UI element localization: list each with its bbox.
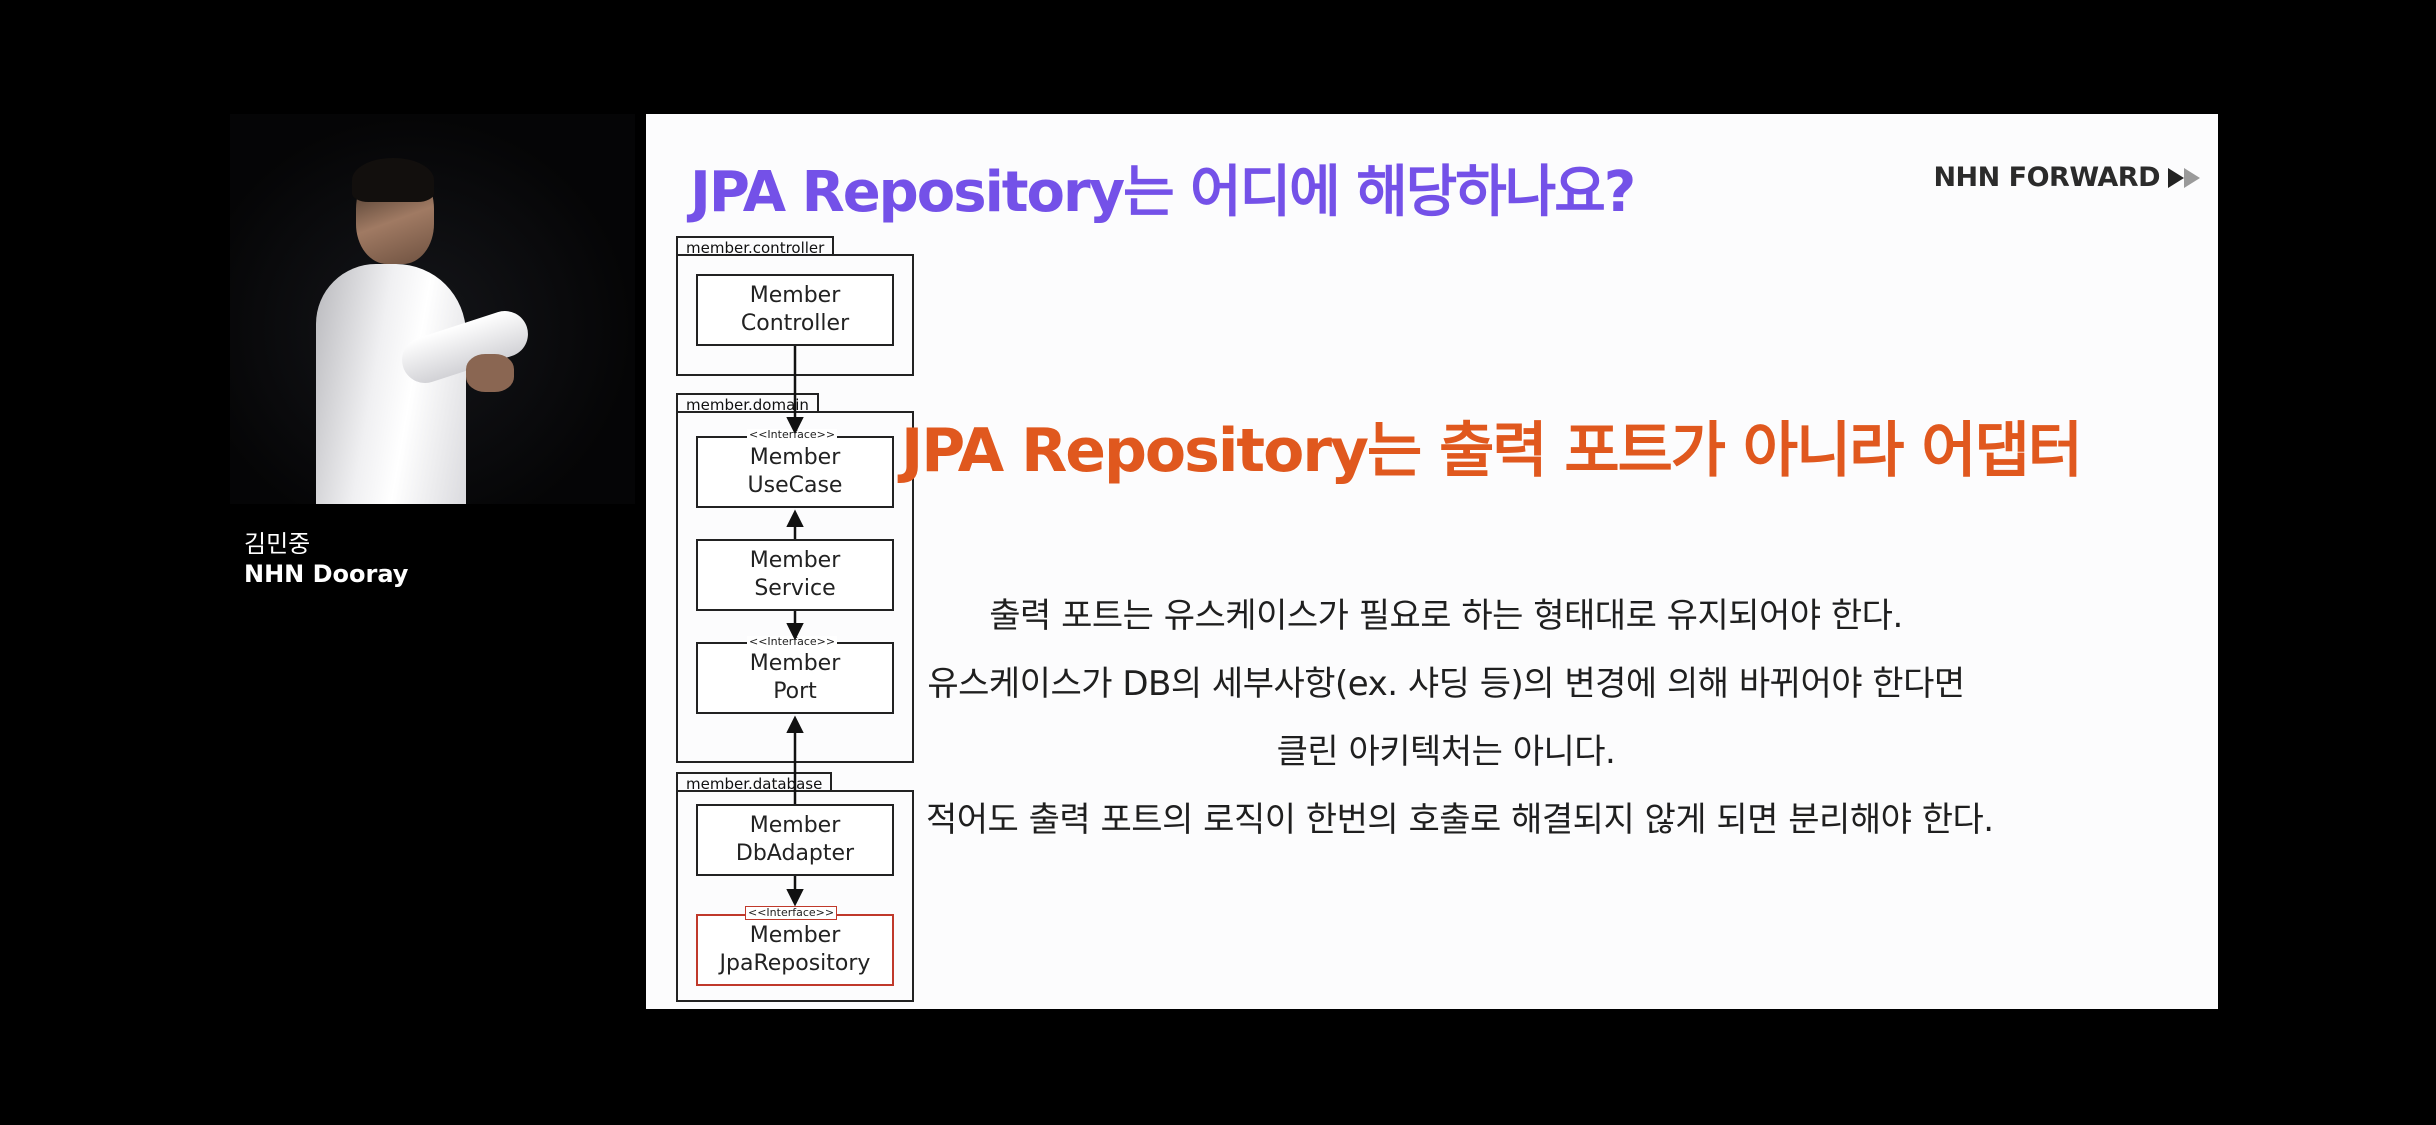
stereotype-label: <<Interface>> [747, 428, 838, 441]
body-line-1: 출력 포트는 유스케이스가 필요로 하는 형태대로 유지되어야 한다. [989, 596, 1903, 636]
brand-logo: NHN FORWARD [1933, 158, 2200, 198]
speaker-hand [466, 354, 514, 392]
body-text: 출력 포트는 유스케이스가 필요로 하는 형태대로 유지되어야 한다. 유스케이… [926, 582, 1994, 854]
speaker-name: 김민중 [244, 530, 311, 558]
component-line: Member [749, 445, 841, 470]
body-line-4: 적어도 출력 포트의 로직이 한번의 호출로 해결되지 않게 되면 분리해야 한… [926, 800, 1994, 840]
package-label-database: member.database [676, 772, 833, 793]
dependency-arrows [786, 346, 804, 907]
component-member-controller: Member Controller [696, 274, 894, 346]
body-line-2: 유스케이스가 DB의 세부사항(ex. 샤딩 등)의 변경에 의해 바뀌어야 한… [927, 664, 1965, 704]
component-member-jparepository: Member JpaRepository [696, 914, 894, 986]
component-line: Member [749, 283, 841, 308]
presentation-slide: JPA Repository는 어디에 해당하나요? NHN FORWARD m… [646, 114, 2218, 1009]
component-member-dbadapter: Member DbAdapter [696, 804, 894, 876]
forward-arrows-icon [2168, 168, 2200, 188]
component-line: Member [749, 548, 841, 573]
component-line: DbAdapter [735, 841, 855, 866]
stereotype-label: <<Interface>> [747, 635, 838, 648]
component-line: Service [754, 576, 836, 601]
component-member-service: Member Service [696, 539, 894, 611]
speaker-body [316, 264, 466, 504]
component-line: Member [749, 651, 841, 676]
package-label-controller: member.controller [676, 236, 835, 257]
brand-text: NHN FORWARD [1933, 162, 2160, 193]
speaker-video [230, 114, 635, 504]
headline: JPA Repository는 출력 포트가 아니라 어댑터 [900, 416, 2083, 486]
slide-title: JPA Repository는 어디에 해당하나요? [690, 160, 1636, 225]
component-line: UseCase [747, 473, 843, 498]
speaker-org: NHN Dooray [244, 560, 409, 588]
stereotype-label-highlighted: <<Interface>> [745, 906, 838, 920]
component-line: Port [773, 679, 817, 704]
component-line: Member [749, 813, 841, 838]
component-line: Controller [740, 311, 850, 336]
speaker-hair [352, 158, 434, 202]
package-label-domain: member.domain [676, 393, 819, 414]
component-line: Member [749, 923, 841, 948]
component-member-port: Member Port [696, 642, 894, 714]
architecture-diagram: member.controller Member Controller memb… [670, 236, 914, 1006]
component-line: JpaRepository [719, 951, 871, 976]
component-member-usecase: Member UseCase [696, 436, 894, 508]
body-line-3: 클린 아키텍처는 아니다. [1276, 732, 1616, 772]
